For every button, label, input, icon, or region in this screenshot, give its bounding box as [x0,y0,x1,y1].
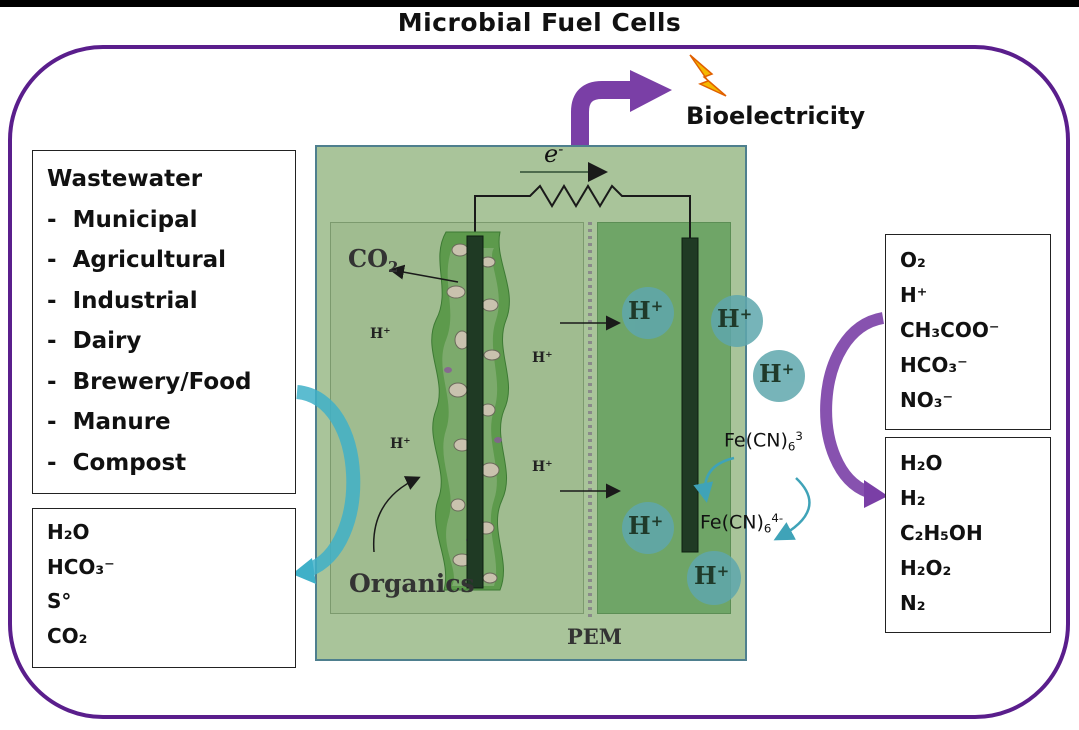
cathode-input: CH₃COO⁻ [900,318,1000,342]
wastewater-item-text: Agricultural [72,247,227,273]
wastewater-item: - Dairy [47,328,142,354]
diagram-title: Microbial Fuel Cells [397,8,682,37]
cathode-input: NO₃⁻ [900,388,954,412]
wastewater-item-text: Manure [72,409,171,435]
wastewater-item: - Brewery/Food [47,368,252,395]
ferrocyanide-label: Fe(CN)64- [700,511,783,536]
electron-symbol: e [544,140,559,169]
outer-frame [8,45,1070,719]
plus-text: + [383,326,391,337]
h-plus-membrane-2: H+ [532,459,553,475]
plus-text: + [545,459,553,470]
ferri-sup: 3 [795,429,803,443]
ferro-sup: 4- [771,511,784,525]
plus-text: + [545,350,553,361]
organics-arrow [372,476,421,553]
wastewater-box: Wastewater - Municipal - Agricultural - … [32,150,296,494]
anode-electrode [466,235,484,589]
anode-flow-arrow [295,385,361,577]
cathode-input: O₂ [900,248,926,272]
cathode-product: H₂O [900,451,943,475]
ferri-text: Fe(CN) [724,429,788,452]
cathode-products-box: H₂O H₂ C₂H₅OH H₂O₂ N₂ [885,437,1051,633]
wastewater-item-text: Brewery/Food [72,368,252,395]
anode-product: S° [47,589,72,613]
electron-label: e- [544,140,563,168]
h-plus-bubble-3: H+ [759,359,794,388]
co2-arrow [389,264,459,283]
circuit-wire [474,184,691,238]
h-plus-bubble-4: H+ [628,511,663,540]
cathode-input: HCO₃⁻ [900,353,968,377]
h-text: H [532,459,546,475]
anode-product: CO₂ [47,623,88,648]
cathode-electrode [681,237,699,553]
plus-text: + [739,304,753,323]
wastewater-item: - Industrial [47,287,198,314]
ferrocyanide-cycle-arrow [773,477,811,541]
anode-product: HCO₃⁻ [47,554,115,579]
anode-product: H₂O [47,520,90,544]
ferro-sub: 6 [763,521,772,536]
plus-text: + [650,296,664,315]
wastewater-item-text: Dairy [72,328,142,354]
plus-text: + [716,561,730,580]
cathode-chamber [597,222,731,614]
bioelectricity-label: Bioelectricity [686,102,866,130]
h-plus-anode-1: H+ [370,326,391,342]
cathode-product: C₂H₅OH [900,521,983,545]
proton-bubbles [622,287,805,605]
wastewater-item-text: Municipal [72,206,198,233]
h-plus-anode-2: H+ [390,436,411,452]
h-text: H [717,304,740,333]
electron-charge: - [558,140,564,158]
bioelectricity-arrow [571,81,632,145]
co2-text: CO [348,244,389,273]
wastewater-item-text: Compost [72,449,187,476]
ferro-text: Fe(CN) [700,511,764,534]
cathode-input: H⁺ [900,283,928,307]
h-text: H [628,296,651,325]
ferricyanide-label: Fe(CN)63 [724,429,803,454]
biofilm-cells [446,243,501,584]
ferricyanide-cycle-arrow [693,456,735,503]
plus-text: + [403,436,411,447]
h-text: H [694,561,717,590]
cathode-inputs-box: O₂ H⁺ CH₃COO⁻ HCO₃⁻ NO₃⁻ [885,234,1051,430]
plus-text: + [781,359,795,378]
co2-sub: 2 [388,258,399,277]
h-text: H [390,436,404,452]
wastewater-item: - Agricultural [47,247,227,273]
anode-products-box: H₂O HCO₃⁻ S° CO₂ [32,508,296,668]
ferri-sub: 6 [787,439,796,454]
wastewater-item-text: Industrial [72,287,198,314]
h-text: H [370,326,384,342]
cathode-product: N₂ [900,591,926,615]
organics-label: Organics [349,569,475,598]
wastewater-item: - Compost [47,449,187,476]
wastewater-item: - Manure [47,409,171,435]
top-bar [0,0,1079,7]
h-text: H [628,511,651,540]
h-plus-bubble-2: H+ [717,304,752,333]
h-text: H [532,350,546,366]
h-text: H [759,359,782,388]
bioelectricity-arrowhead [630,70,672,112]
wastewater-item: - Municipal [47,206,198,233]
co2-label: CO2 [348,244,398,276]
cathode-flow-arrow [820,312,885,498]
lightning-bolt-icon [689,54,727,97]
h-plus-bubble-1: H+ [628,296,663,325]
cathode-product: H₂ [900,486,926,510]
wastewater-heading: Wastewater [47,166,203,192]
cathode-product: H₂O₂ [900,556,952,580]
h-plus-bubble-5: H+ [694,561,729,590]
plus-text: + [650,511,664,530]
pem-label: PEM [567,624,623,649]
h-plus-membrane-1: H+ [532,350,553,366]
